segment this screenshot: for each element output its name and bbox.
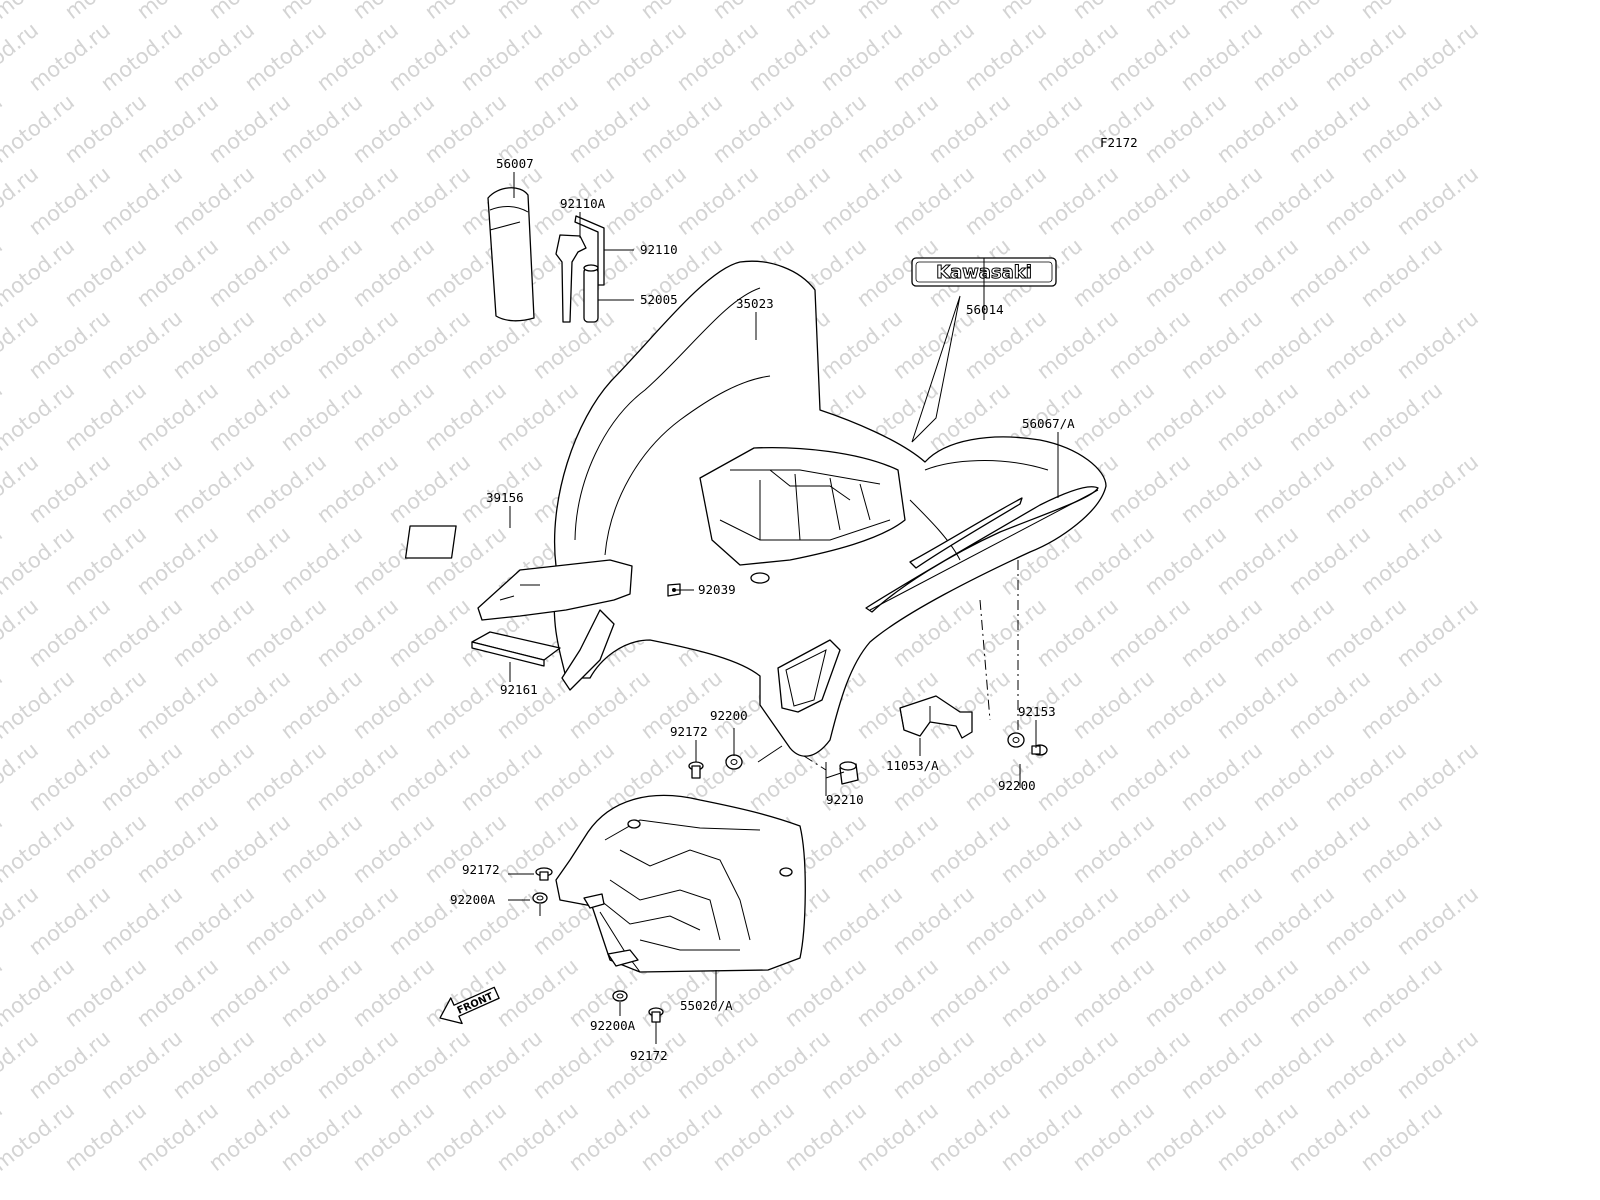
- watermark-text: motod.ru: [1392, 882, 1483, 960]
- part-92200-washer-upper: [725, 754, 743, 770]
- callout-92200-right: 92200: [998, 778, 1036, 793]
- leader-lines: [508, 172, 1059, 1044]
- callout-92210: 92210: [826, 792, 864, 807]
- part-92110a-wrench: [555, 234, 587, 323]
- emblem-pointer: [911, 295, 961, 443]
- figure-code: F2172: [1100, 135, 1138, 150]
- callout-92110: 92110: [640, 242, 678, 257]
- part-92172-bolt-upper: [688, 761, 704, 779]
- part-56067a-decal: [865, 486, 1099, 613]
- part-92153-bolt: [1031, 744, 1048, 756]
- watermark-text: motod.ru: [1356, 810, 1447, 888]
- part-92200-washer-right: [1007, 732, 1025, 748]
- part-92200a-washer-lower: [612, 990, 628, 1002]
- watermark-text: motod.ru: [1356, 522, 1447, 600]
- watermark-text: motod.ru: [1356, 666, 1447, 744]
- callout-55020a: 55020/A: [680, 998, 733, 1013]
- watermark-text: motod.ru: [1392, 738, 1483, 816]
- part-92200a-washer-left: [532, 892, 548, 904]
- callout-35023: 35023: [736, 296, 774, 311]
- watermark-text: motod.ru: [1392, 306, 1483, 384]
- callout-92200a-lower: 92200A: [590, 1018, 636, 1033]
- part-92172-bolt-lower: [648, 1007, 664, 1023]
- part-92039-clip: [667, 583, 681, 597]
- callout-39156: 39156: [486, 490, 524, 505]
- callout-92039: 92039: [698, 582, 736, 597]
- callout-92172-upper: 92172: [670, 724, 708, 739]
- callout-92200-upper: 92200: [710, 708, 748, 723]
- part-55020a-lower-cover: [555, 794, 806, 973]
- part-39156-pad: [404, 525, 457, 559]
- part-35023-rear-fender: [477, 260, 1107, 757]
- part-11053a-bracket: [899, 695, 973, 739]
- callout-11053a: 11053/A: [886, 758, 939, 773]
- watermark-text: motod.ru: [1392, 450, 1483, 528]
- callout-56067a: 56067/A: [1022, 416, 1075, 431]
- part-92210-collar: [839, 761, 859, 785]
- callout-92200a-left: 92200A: [450, 892, 496, 907]
- callout-56007: 56007: [496, 156, 534, 171]
- callout-52005: 52005: [640, 292, 678, 307]
- callout-92153: 92153: [1018, 704, 1056, 719]
- watermark-text: motod.ru: [1356, 234, 1447, 312]
- watermark-text: motod.ru: [1392, 594, 1483, 672]
- callout-92172-left: 92172: [462, 862, 500, 877]
- watermark-text: motod.ru: [1392, 1026, 1483, 1104]
- part-56007-tool-pouch: [487, 187, 535, 322]
- watermark-text: motod.ru: [1356, 90, 1447, 168]
- part-52005-pin: [583, 264, 599, 323]
- callout-labels: 56007 92110A 92110 52005 35023 56014 560…: [450, 156, 1075, 1063]
- watermark-text: motod.ru: [1392, 162, 1483, 240]
- watermark-text: motod.ru: [1392, 18, 1483, 96]
- watermark-text: motod.ru: [1356, 0, 1447, 24]
- watermark-text: motod.ru: [1356, 378, 1447, 456]
- callout-92110a: 92110A: [560, 196, 606, 211]
- watermark-text: motod.ru: [1356, 954, 1447, 1032]
- part-92172-bolt-left: [535, 867, 553, 881]
- watermark-text: motod.ru: [1356, 1098, 1447, 1176]
- part-92161-block-side: [471, 641, 545, 667]
- callout-92161: 92161: [500, 682, 538, 697]
- callout-92172-lower: 92172: [630, 1048, 668, 1063]
- callout-56014: 56014: [966, 302, 1004, 317]
